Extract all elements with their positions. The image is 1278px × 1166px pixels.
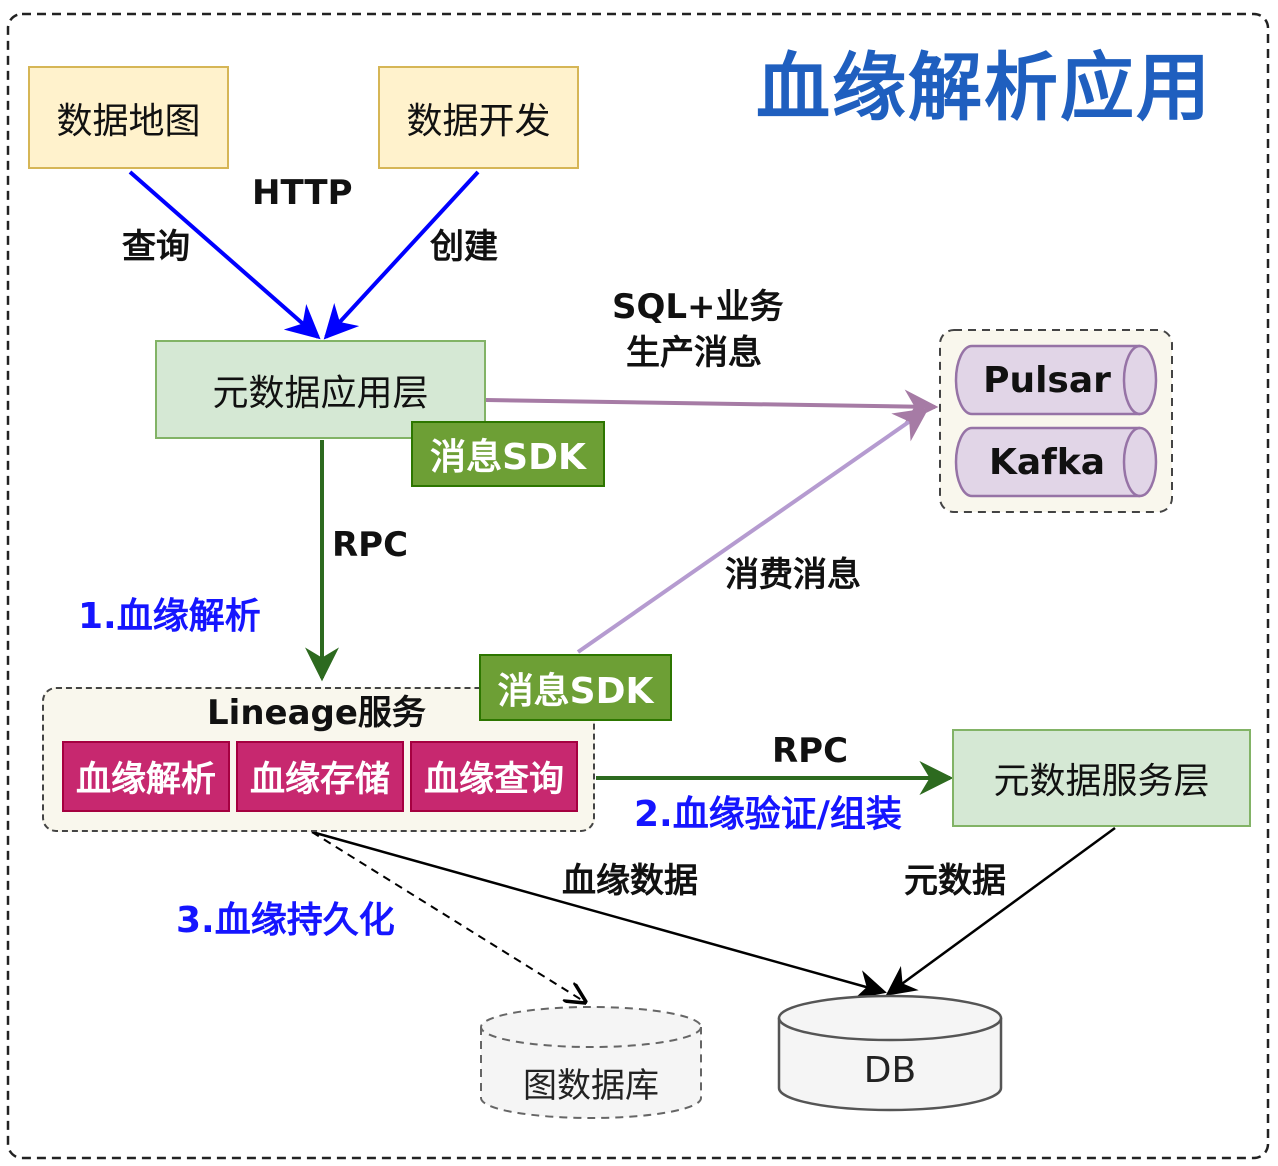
arrow-lineage-data <box>311 830 887 1000</box>
kafka-label: Kafka <box>988 442 1106 483</box>
sql-msg-label-line2: 生产消息 <box>626 333 762 373</box>
http-label: HTTP <box>252 173 353 213</box>
arrow-query <box>128 170 321 340</box>
data-map-node: 数据地图 <box>28 66 229 169</box>
kafka-cylinder <box>954 426 1158 498</box>
create-label: 创建 <box>430 227 498 267</box>
arrow-persist <box>311 831 585 1002</box>
msg-sdk-top: 消息SDK <box>411 421 605 487</box>
data-dev-node: 数据开发 <box>378 66 579 169</box>
pulsar-label: Pulsar <box>983 360 1111 401</box>
db-label: DB <box>863 1050 917 1091</box>
lineage-query-box: 血缘查询 <box>410 741 578 812</box>
arrow-produce-message <box>485 389 939 424</box>
consume-label: 消费消息 <box>725 555 861 595</box>
db-cylinder <box>777 994 1003 1112</box>
arrow-metadata <box>885 826 1116 996</box>
metadata-label: 元数据 <box>904 861 1006 901</box>
rpc-down-label: RPC <box>332 525 409 565</box>
lineage-parse-box: 血缘解析 <box>62 741 230 812</box>
pulsar-cylinder <box>954 344 1158 416</box>
msg-sdk-bottom: 消息SDK <box>479 654 672 721</box>
page-title: 血缘解析应用 <box>756 45 1212 131</box>
lineage-data-label: 血缘数据 <box>562 861 698 901</box>
step2-label: 2.血缘验证/组装 <box>634 794 902 835</box>
step3-label: 3.血缘持久化 <box>176 900 395 941</box>
query-label: 查询 <box>122 227 190 267</box>
graph-db-cylinder <box>480 1006 702 1119</box>
step1-label: 1.血缘解析 <box>78 596 261 637</box>
lineage-store-box: 血缘存储 <box>236 741 404 812</box>
graph-db-label: 图数据库 <box>523 1066 659 1106</box>
arrow-consume-message <box>576 408 929 654</box>
arrow-create <box>323 170 480 340</box>
metadata-service-layer: 元数据服务层 <box>952 729 1251 827</box>
sql-msg-label-line1: SQL+业务 <box>612 287 784 327</box>
outer-frame <box>6 12 1270 1160</box>
lineage-service-title: Lineage服务 <box>207 693 426 733</box>
rpc-right-label: RPC <box>772 731 849 771</box>
